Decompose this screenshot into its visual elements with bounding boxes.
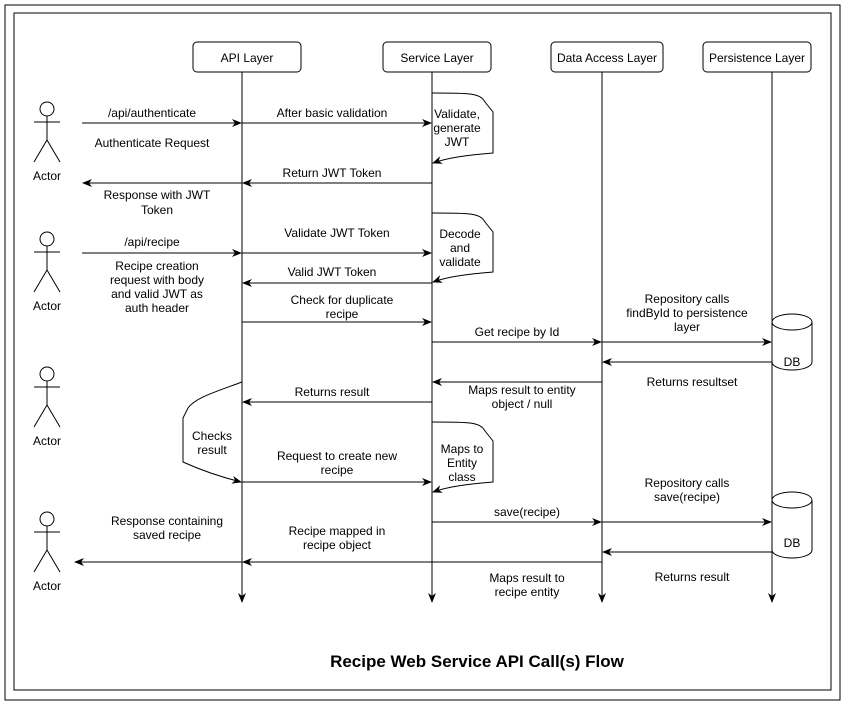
- actor-label-4: Actor: [33, 579, 61, 593]
- label-validate-2: generate: [433, 121, 481, 135]
- label-save-recipe: save(recipe): [494, 505, 560, 519]
- label-response-saved-1: Response containing: [111, 514, 223, 528]
- lane-label-service: Service Layer: [400, 51, 473, 65]
- self-arrow-validate: [431, 92, 494, 164]
- label-recipe-mapped-1: Recipe mapped in: [289, 524, 386, 538]
- label-returns-result: Returns result: [655, 570, 730, 584]
- inner-frame: [13, 12, 832, 691]
- lane-label-data-access: Data Access Layer: [557, 51, 657, 65]
- db-cylinder-2: [771, 491, 813, 559]
- actor-2: [33, 231, 61, 293]
- label-request-create-2: recipe: [321, 463, 354, 477]
- db-label-1: DB: [784, 355, 801, 369]
- outer-frame: [4, 4, 841, 701]
- actor-label-2: Actor: [33, 299, 61, 313]
- label-api-authenticate: /api/authenticate: [108, 106, 196, 120]
- label-repo-findbyid-2: findById to persistence: [626, 306, 748, 320]
- label-recipe-mapped-2: recipe object: [303, 538, 372, 552]
- label-repo-findbyid-1: Repository calls: [645, 292, 730, 306]
- label-api-recipe: /api/recipe: [124, 235, 180, 249]
- label-validate-1: Validate,: [434, 107, 480, 121]
- label-valid-jwt: Valid JWT Token: [288, 265, 377, 279]
- actor-4: [33, 511, 61, 573]
- diagram-title: Recipe Web Service API Call(s) Flow: [330, 652, 625, 671]
- label-response-saved-2: saved recipe: [133, 528, 201, 542]
- lane-header-api: API Layer: [192, 41, 302, 73]
- label-decode-1: Decode: [439, 227, 481, 241]
- label-decode-3: validate: [439, 255, 481, 269]
- actor-label-1: Actor: [33, 169, 61, 183]
- self-arrow-decode: [431, 212, 494, 283]
- lane-header-service: Service Layer: [382, 41, 492, 73]
- db-label-2: DB: [784, 536, 801, 550]
- label-check-duplicate-2: recipe: [326, 307, 359, 321]
- db-cylinder-1: [771, 313, 813, 371]
- label-returns-result-api: Returns result: [295, 385, 370, 399]
- label-decode-2: and: [450, 241, 470, 255]
- label-checks-result-2: result: [197, 443, 227, 457]
- lane-header-data-access: Data Access Layer: [550, 41, 664, 73]
- label-repo-save-1: Repository calls: [645, 476, 730, 490]
- label-recipe-creation-4: auth header: [125, 301, 189, 315]
- label-maps-entity-class-3: class: [448, 470, 475, 484]
- label-response-jwt-2: Token: [141, 203, 173, 217]
- label-recipe-creation-3: and valid JWT as: [111, 287, 203, 301]
- label-maps-entity-null-1: Maps result to entity: [468, 383, 575, 397]
- label-validate-jwt: Validate JWT Token: [284, 226, 389, 240]
- label-return-jwt: Return JWT Token: [283, 166, 382, 180]
- self-arrow-maps-entity: [431, 421, 494, 493]
- lane-label-persistence: Persistence Layer: [709, 51, 805, 65]
- label-check-duplicate-1: Check for duplicate: [291, 293, 394, 307]
- lane-header-persistence: Persistence Layer: [702, 41, 812, 73]
- self-arrow-checks-result: [182, 381, 243, 484]
- label-maps-entity-null-2: object / null: [492, 397, 553, 411]
- label-get-recipe: Get recipe by Id: [475, 325, 560, 339]
- lane-label-api: API Layer: [221, 51, 274, 65]
- label-returns-resultset: Returns resultset: [647, 375, 738, 389]
- label-checks-result-1: Checks: [192, 429, 232, 443]
- label-request-create-1: Request to create new: [277, 449, 397, 463]
- label-repo-save-2: save(recipe): [654, 490, 720, 504]
- label-maps-entity-class-1: Maps to: [441, 442, 484, 456]
- label-repo-findbyid-3: layer: [674, 320, 700, 334]
- label-maps-recipe-entity-2: recipe entity: [495, 585, 560, 599]
- label-authenticate-request: Authenticate Request: [95, 136, 210, 150]
- actor-3: [33, 366, 61, 428]
- actor-label-3: Actor: [33, 434, 61, 448]
- label-after-basic-validation: After basic validation: [277, 106, 388, 120]
- label-recipe-creation-2: request with body: [110, 273, 204, 287]
- actor-1: [33, 101, 61, 163]
- label-recipe-creation-1: Recipe creation: [115, 259, 198, 273]
- label-response-jwt-1: Response with JWT: [104, 188, 211, 202]
- label-validate-3: JWT: [445, 135, 470, 149]
- label-maps-entity-class-2: Entity: [447, 456, 477, 470]
- label-maps-recipe-entity-1: Maps result to: [489, 571, 565, 585]
